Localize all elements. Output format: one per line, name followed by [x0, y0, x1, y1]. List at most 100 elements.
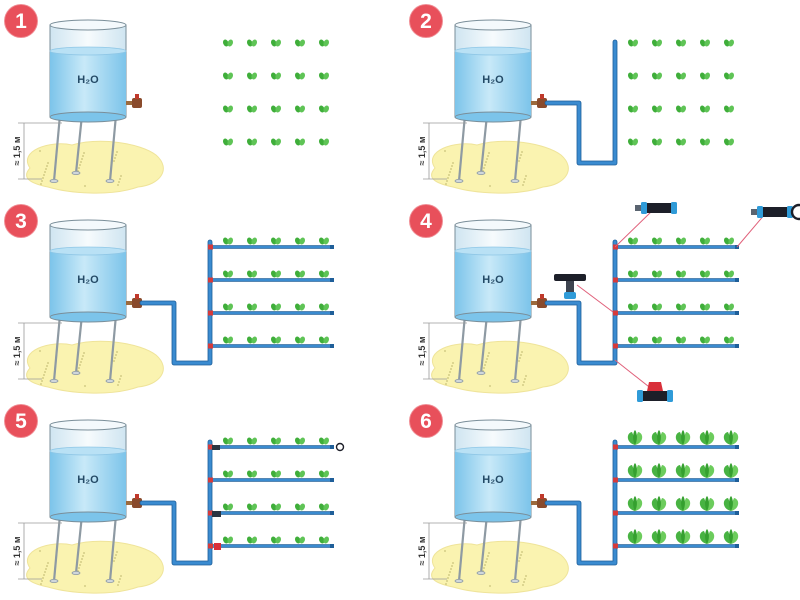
- leaf: [704, 237, 711, 245]
- leaf: [704, 72, 711, 80]
- leaf: [680, 39, 687, 47]
- step-number: 2: [420, 10, 432, 33]
- leaf: [632, 138, 639, 146]
- leaf: [699, 270, 706, 278]
- water-surface: [49, 246, 127, 256]
- leaf: [675, 72, 682, 80]
- leaf: [294, 536, 301, 544]
- leaf: [651, 465, 659, 478]
- leaf: [723, 237, 730, 245]
- tee-stem: [566, 281, 574, 295]
- water-label: H₂O: [482, 274, 504, 286]
- leaf: [627, 432, 635, 445]
- ground-speck: [79, 364, 81, 366]
- main-pipe: [545, 240, 617, 365]
- valve-ring: [637, 390, 643, 402]
- leaf: [323, 437, 330, 445]
- plant-icon: [723, 496, 739, 511]
- ground-speck: [44, 571, 46, 573]
- leaf: [728, 303, 735, 311]
- callout-line: [736, 213, 766, 248]
- tank-foot: [71, 570, 81, 575]
- ground-speck: [116, 351, 118, 353]
- leaf: [299, 270, 306, 278]
- leaf: [656, 270, 663, 278]
- tee-connector-icon: [212, 511, 221, 517]
- ground-speck: [519, 157, 521, 159]
- plant-icon: [222, 39, 234, 47]
- ground-speck: [448, 174, 450, 176]
- outlet-nozzle: [531, 301, 539, 305]
- leaf: [632, 39, 639, 47]
- ground-speck: [81, 158, 83, 160]
- leaf: [633, 463, 637, 478]
- ground-speck: [117, 384, 119, 386]
- plant-icon: [699, 430, 715, 445]
- plant-icon: [699, 336, 711, 344]
- step-badge: [4, 204, 38, 238]
- tap-marker: [613, 510, 618, 516]
- height-label: ≈ 1,5 м: [417, 536, 427, 565]
- leaf: [275, 503, 282, 511]
- leaf: [227, 303, 234, 311]
- step-badge: [4, 4, 38, 38]
- tank-leg: [457, 314, 467, 382]
- plant-icon: [318, 536, 330, 544]
- fitting-body: [645, 203, 673, 213]
- plant-icon: [675, 270, 687, 278]
- ground-speck: [83, 352, 85, 354]
- step-badge-ring: [408, 203, 444, 239]
- line-end: [735, 511, 739, 515]
- leaf: [627, 498, 635, 511]
- leaf: [299, 105, 306, 113]
- ground-speck: [489, 385, 491, 387]
- leaf: [651, 237, 658, 245]
- plant-icon: [675, 138, 687, 146]
- leaf: [723, 432, 731, 445]
- leaf: [251, 72, 258, 80]
- plant-icon: [651, 496, 667, 511]
- ground-speck: [39, 150, 41, 152]
- plant-icon: [318, 336, 330, 344]
- plant-icon: [222, 536, 234, 544]
- tank-bottom: [454, 111, 532, 123]
- tank-foot: [510, 378, 520, 383]
- plant-icon: [675, 303, 687, 311]
- leaf: [251, 39, 258, 47]
- leaf: [227, 39, 234, 47]
- leaf: [222, 470, 229, 478]
- plant-icon: [627, 39, 639, 47]
- plant-icon: [246, 303, 258, 311]
- tank-leg: [52, 114, 62, 182]
- leaf: [251, 470, 258, 478]
- leaf: [683, 465, 691, 478]
- plant-icon: [651, 105, 663, 113]
- ground-patch: [26, 140, 164, 194]
- leaf: [270, 336, 277, 344]
- tank-leg: [108, 514, 118, 582]
- ground-speck: [82, 155, 84, 157]
- plant-icon: [675, 496, 691, 511]
- ground-speck: [79, 564, 81, 566]
- leaf: [723, 270, 730, 278]
- leaf: [659, 498, 667, 511]
- ground-speck: [451, 565, 453, 567]
- plant-icon: [246, 138, 258, 146]
- line-end: [330, 544, 334, 548]
- ground-speck: [42, 377, 44, 379]
- leaf: [704, 336, 711, 344]
- leaf: [222, 536, 229, 544]
- ground-speck: [119, 578, 121, 580]
- plant-icon: [723, 105, 735, 113]
- leaf: [294, 39, 301, 47]
- ground-speck: [520, 554, 522, 556]
- leaf: [227, 470, 234, 478]
- leaf: [270, 72, 277, 80]
- tank-leg: [457, 114, 467, 182]
- leaf: [704, 105, 711, 113]
- tank-water: [455, 51, 531, 117]
- valve-body: [537, 98, 547, 108]
- ground-speck: [486, 558, 488, 560]
